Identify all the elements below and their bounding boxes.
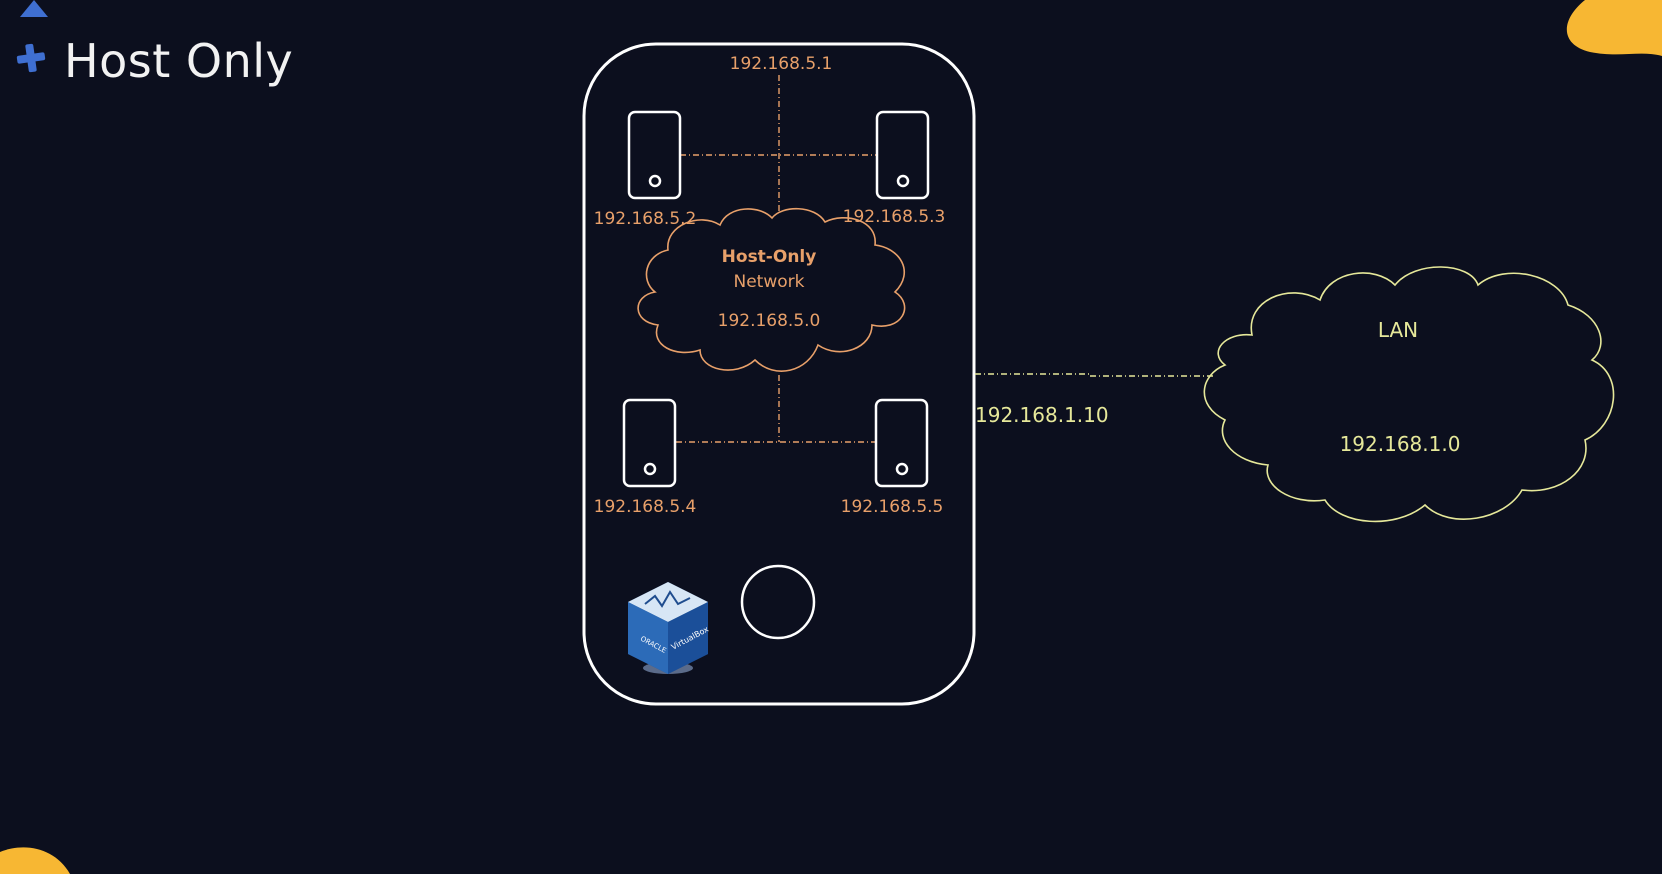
- host-network-links: [676, 75, 876, 443]
- host-only-network-title: Host-Only: [722, 247, 817, 267]
- host-external-ip-label: 192.168.1.10: [975, 403, 1109, 427]
- plus-icon: [16, 43, 46, 73]
- page-title: Host Only: [64, 34, 294, 88]
- lan-subnet-label: 192.168.1.0: [1340, 432, 1461, 456]
- host-only-network-subtitle: Network: [734, 272, 805, 292]
- decorative-blob-bottom-left: [0, 847, 70, 874]
- vm-ip-label: 192.168.5.3: [843, 207, 946, 227]
- vm-ip-label: 192.168.5.5: [841, 497, 944, 517]
- vm-ip-label: 192.168.5.4: [594, 497, 697, 517]
- host-only-network-cloud: [637, 207, 906, 372]
- host-machine-outline: [582, 42, 976, 706]
- vm-device: [622, 398, 677, 488]
- host-only-network-subnet: 192.168.5.0: [718, 311, 821, 331]
- virtualbox-logo: ORACLE VirtualBox: [628, 582, 710, 674]
- vm-ip-label: 192.168.5.2: [594, 209, 697, 229]
- host-os-circle: [740, 564, 816, 640]
- vm-device: [875, 110, 930, 200]
- lan-label: LAN: [1378, 318, 1418, 342]
- vm-device: [627, 110, 682, 200]
- triangle-icon: [20, 0, 48, 17]
- gateway-ip-label: 192.168.5.1: [730, 54, 833, 74]
- lan-cloud: [1203, 266, 1615, 523]
- external-link: [975, 373, 1214, 377]
- decorative-blob-top-right: [1566, 0, 1662, 56]
- vm-device: [874, 398, 929, 488]
